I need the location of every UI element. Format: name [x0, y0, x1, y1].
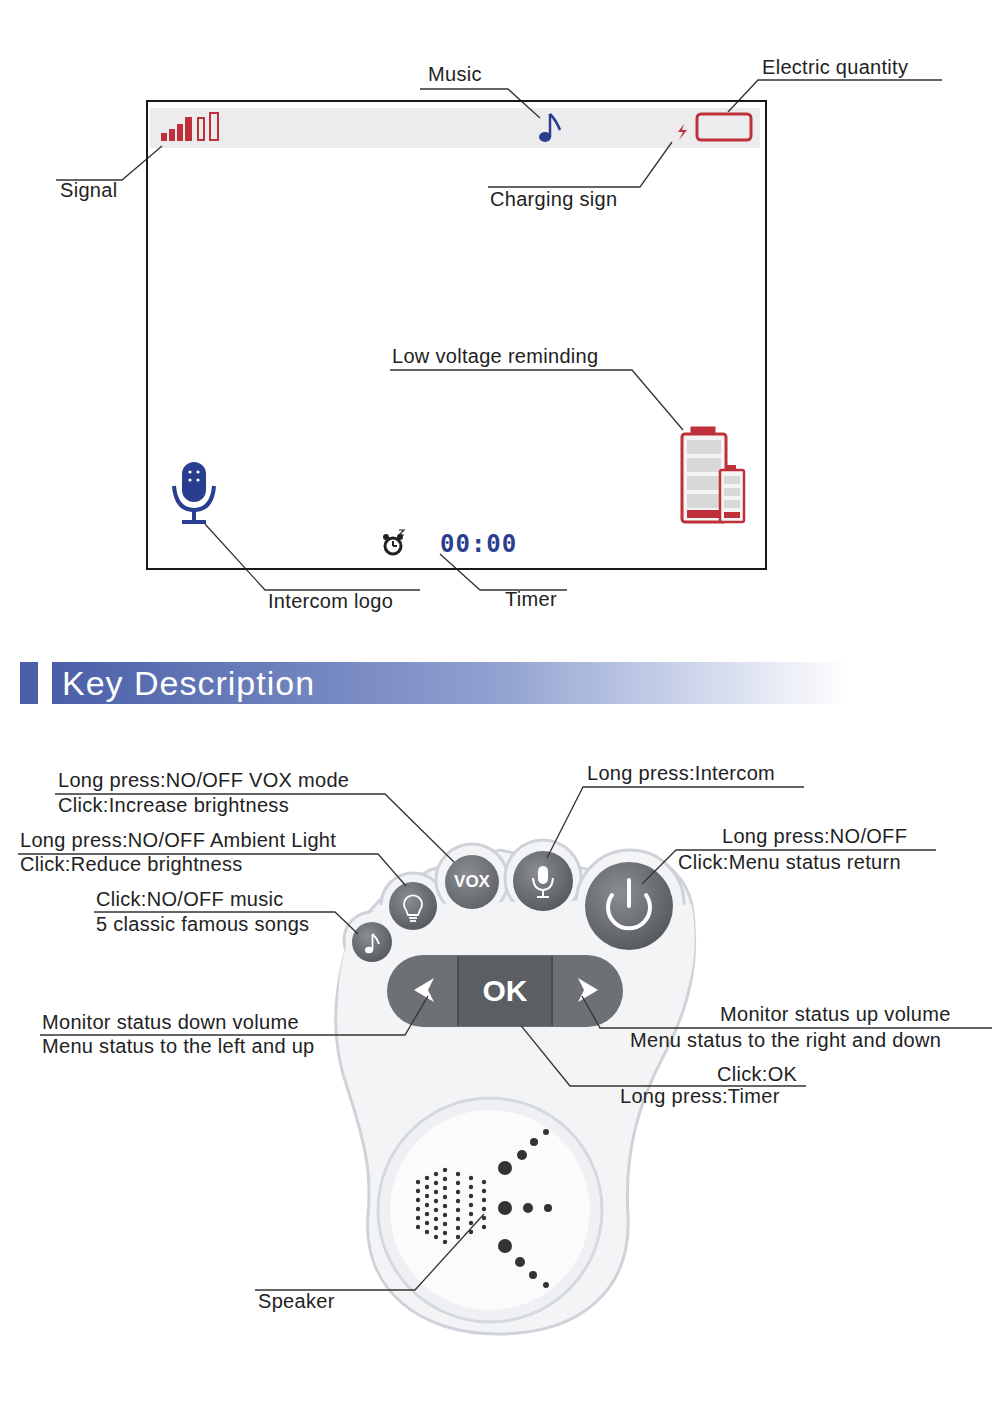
callout-label: Long press:NO/OFF Ambient Light [20, 828, 336, 852]
key-leader-lines [18, 787, 992, 1290]
right-arrow [578, 978, 598, 1002]
callout-label: Long press:NO/OFF VOX mode [58, 768, 349, 792]
node-text: Key Description [52, 664, 315, 703]
speaker-holes [416, 1129, 552, 1288]
music-icon [539, 114, 560, 142]
callout-label: Click:Reduce brightness [20, 852, 243, 876]
low-voltage-icon [682, 428, 744, 522]
callout-label: Charging sign [490, 187, 617, 211]
callout-label: Low voltage reminding [392, 344, 598, 368]
ok-button: OK [457, 956, 553, 1026]
callout-label: Long press:Intercom [587, 761, 775, 785]
charging-icon [678, 124, 687, 140]
speaker [378, 1098, 602, 1322]
callout-label: Click:OK [717, 1062, 797, 1086]
callout-label: Speaker [258, 1289, 335, 1313]
intercom-button [513, 851, 573, 911]
power-button [585, 862, 673, 950]
battery-icon [697, 114, 751, 140]
callout-label: Long press:NO/OFF [722, 824, 907, 848]
node-text: 00:00 [440, 530, 517, 558]
callout-label: Music [428, 62, 482, 86]
vox-button: VOX [445, 855, 499, 909]
callout-label: Menu status to the left and up [42, 1034, 315, 1058]
nav-bar [387, 955, 623, 1027]
status-bar [150, 108, 760, 148]
callout-label: Electric quantity [762, 55, 908, 79]
light-button [389, 882, 437, 930]
music-button-icon [365, 934, 379, 953]
node-text: OK [483, 974, 528, 1008]
music-button [352, 922, 392, 962]
callout-label: Timer [505, 587, 557, 611]
callout-label: Monitor status up volume [720, 1002, 951, 1026]
intercom-icon [174, 462, 214, 522]
callout-label: Signal [60, 178, 117, 202]
screen-frame: 00:00 [146, 100, 767, 570]
callout-label: Menu status to the right and down [630, 1028, 941, 1052]
callout-label: Monitor status down volume [42, 1010, 299, 1034]
speaker-face [390, 1110, 590, 1310]
section-band: Key Description [52, 662, 850, 704]
callout-label: Intercom logo [268, 589, 393, 613]
callout-label: Click:Menu status return [678, 850, 901, 874]
leader-lines [56, 80, 942, 590]
mic-icon [533, 866, 553, 897]
callout-label: Click:NO/OFF music [96, 887, 284, 911]
node-text: VOX [454, 872, 490, 892]
callout-label: 5 classic famous songs [96, 912, 309, 936]
signal-icon [162, 113, 218, 140]
bulb-icon [404, 895, 422, 921]
alarm-icon [383, 530, 404, 554]
band-marker [20, 662, 38, 704]
callout-label: Click:Increase brightness [58, 793, 289, 817]
power-icon [608, 880, 650, 928]
callout-label: Long press:Timer [620, 1084, 780, 1108]
left-arrow [414, 978, 434, 1002]
